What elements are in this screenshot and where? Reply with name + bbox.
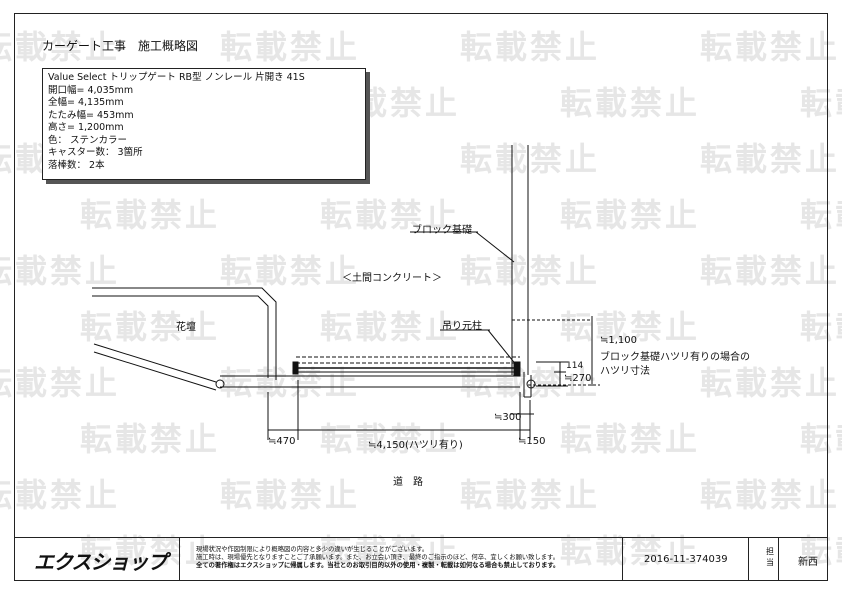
spec-product-name: Value Select トリップゲート RB型 ノンレール 片開き 41S [48, 72, 305, 83]
spec-color: 色： ステンカラー [48, 134, 128, 146]
flower-bed-diagonal-2 [93, 351, 217, 391]
spec-caster-count: キャスター数： 3箇所 [48, 147, 143, 158]
footer-divider-4 [778, 538, 779, 581]
spec-opening-width: 開口幅= 4,035mm [48, 84, 134, 96]
block-leader-line [475, 231, 515, 263]
label-hatsuri-note-1: ブロック基礎ハツリ有りの場合の [600, 352, 750, 363]
flower-bed-outline-outer [92, 287, 277, 380]
spec-box: Value Select トリップゲート RB型 ノンレール 片開き 41S 開… [42, 68, 366, 180]
dim-4150: ≒4,150(ハツリ有り) [368, 440, 463, 451]
page-title: カーゲート工事 施工概略図 [42, 39, 199, 53]
dim-270: ≒270 [564, 373, 592, 384]
spec-folded-width: たたみ幅= 453mm [48, 109, 134, 121]
dim-150: ≒150 [518, 436, 546, 447]
label-flower-bed: 花壇 [176, 322, 196, 333]
dim-470: ≒470 [268, 436, 296, 447]
dim-300: ≒300 [494, 412, 522, 423]
gate-end-left [292, 361, 299, 375]
spec-total-width: 全幅= 4,135mm [48, 97, 124, 108]
company-logo: エクスショップ [34, 550, 167, 574]
footer-note-2: 施工時は、現場優先となりますことご了承願います。また、お立会い頂き、最終のご指示… [196, 554, 560, 561]
pivot-right-circle [526, 379, 536, 389]
footer-note-3: 全ての著作権はエクスショップに帰属します。当社とのお取引目的以外の使用・複製・転… [196, 562, 560, 569]
staff-label: 担当 [766, 547, 774, 567]
drawing-frame [14, 13, 828, 581]
footer-title-block: エクスショップ 現場状況や作図制限により概略図の内容と多少の違いが生じることがご… [14, 537, 828, 581]
footer-note-1: 現場状況や作図制限により概略図の内容と多少の違いが生じることがございます。 [196, 546, 429, 553]
footer-divider-1 [179, 538, 180, 581]
post-leader-line [487, 329, 518, 367]
footer-divider-3 [748, 538, 749, 581]
footer-divider-2 [622, 538, 623, 581]
document-number: 2016-11-374039 [644, 554, 728, 565]
dim-1100: ≒1,100 [600, 335, 638, 346]
pivot-left-circle [215, 379, 225, 389]
spec-height: 高さ= 1,200mm [48, 122, 124, 133]
label-hanging-post: 吊り元柱 [442, 321, 482, 332]
label-block-foundation: ブロック基礎 [412, 225, 472, 236]
spec-drop-rod-count: 落棒数： 2本 [48, 159, 105, 171]
label-earth-concrete: ＜土間コンクリート＞ [342, 273, 442, 284]
flower-bed-diagonal-1 [93, 343, 217, 383]
label-road: 道 路 [393, 477, 423, 488]
flower-bed-outline-inner [92, 295, 269, 378]
label-hatsuri-note-2: ハツリ寸法 [600, 366, 650, 377]
staff-name: 新西 [798, 557, 818, 568]
dim-114: 114 [566, 361, 584, 371]
gate-end-right [513, 361, 521, 377]
